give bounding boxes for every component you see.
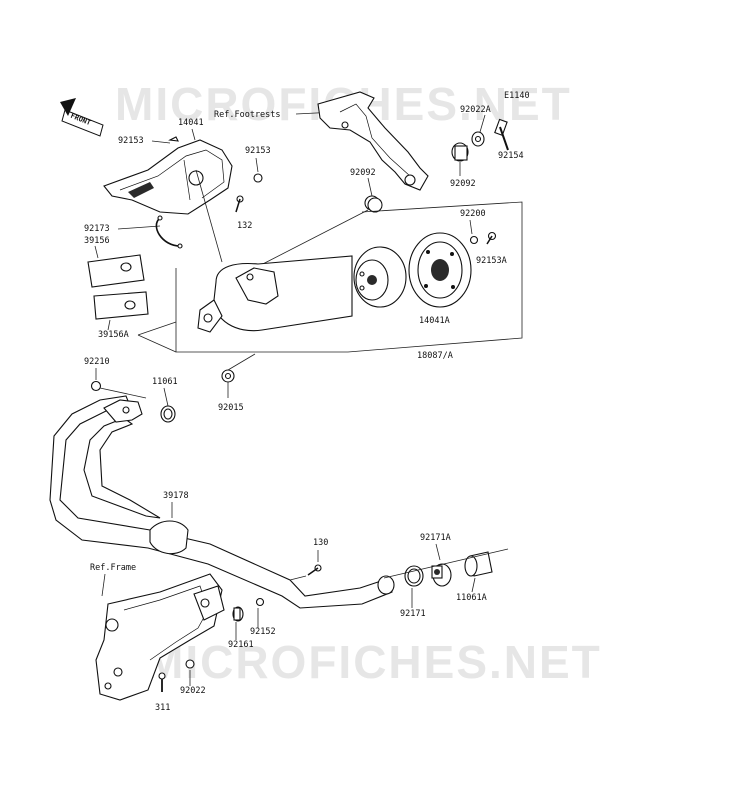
watermark-bottom: MICROFICHES.NET (145, 636, 602, 688)
clamp-92171A (431, 563, 452, 587)
muffler-18087 (197, 246, 407, 333)
label-14041A: 14041A (419, 316, 450, 326)
label-92022A: 92022A (460, 105, 491, 115)
diagram-code: E1140 (504, 91, 530, 101)
bolt-130 (307, 564, 322, 576)
footrest-bracket (317, 91, 429, 191)
bolt-132 (235, 195, 244, 213)
screw-92152 (255, 597, 265, 607)
label-92152: 92152 (250, 627, 276, 637)
label-92153A: 92153A (476, 256, 507, 266)
label-39156: 39156 (84, 236, 110, 246)
label-92173: 92173 (84, 224, 110, 234)
label-92210: 92210 (84, 357, 110, 367)
label-92015: 92015 (218, 403, 244, 413)
muffler-group-bracket (175, 201, 523, 353)
ref-footrests-label: Ref.Footrests (214, 110, 281, 120)
plate-39156A (93, 291, 149, 320)
label-11061A: 11061A (456, 593, 487, 603)
label-130: 130 (313, 538, 328, 548)
nut-92015 (221, 369, 235, 383)
bolt-311 (158, 672, 166, 692)
label-311: 311 (155, 703, 170, 713)
label-92092-right: 92092 (450, 179, 476, 189)
nut-92153 (253, 173, 263, 183)
end-cap-14041A (408, 232, 472, 308)
gasket-11061A (464, 551, 493, 577)
label-18087A: 18087/A (417, 351, 453, 361)
screw-92153A (486, 231, 497, 245)
frame-bracket (95, 573, 225, 701)
label-92153-mid: 92153 (245, 146, 271, 156)
screw-92153-top (168, 136, 179, 142)
label-92161: 92161 (228, 640, 254, 650)
ref-frame-label: Ref.Frame (90, 563, 136, 573)
label-92171A: 92171A (420, 533, 451, 543)
clamp-92173 (155, 217, 181, 247)
washer-92022 (185, 659, 195, 669)
front-arrow-icon: FRONT (60, 98, 104, 137)
label-14041: 14041 (178, 118, 204, 128)
label-92153-top: 92153 (118, 136, 144, 146)
collar-92092-upper (451, 142, 469, 162)
label-92022: 92022 (180, 686, 206, 696)
label-132: 132 (237, 221, 252, 231)
heat-shield-14041 (103, 139, 233, 215)
label-39178: 39178 (163, 491, 189, 501)
clamp-92171 (404, 565, 424, 587)
collar-92161 (232, 606, 244, 622)
exhaust-pipe-39178 (49, 395, 395, 609)
label-11061: 11061 (152, 377, 178, 387)
label-92092-left: 92092 (350, 168, 376, 178)
label-92171: 92171 (400, 609, 426, 619)
collar-92092-lower (364, 195, 383, 213)
washer-92200 (469, 235, 479, 245)
plate-39156 (87, 254, 145, 288)
bolt-92154 (494, 118, 509, 151)
label-39156A: 39156A (98, 330, 129, 340)
label-92200: 92200 (460, 209, 486, 219)
label-92154: 92154 (498, 151, 524, 161)
nut-92210 (90, 380, 102, 392)
